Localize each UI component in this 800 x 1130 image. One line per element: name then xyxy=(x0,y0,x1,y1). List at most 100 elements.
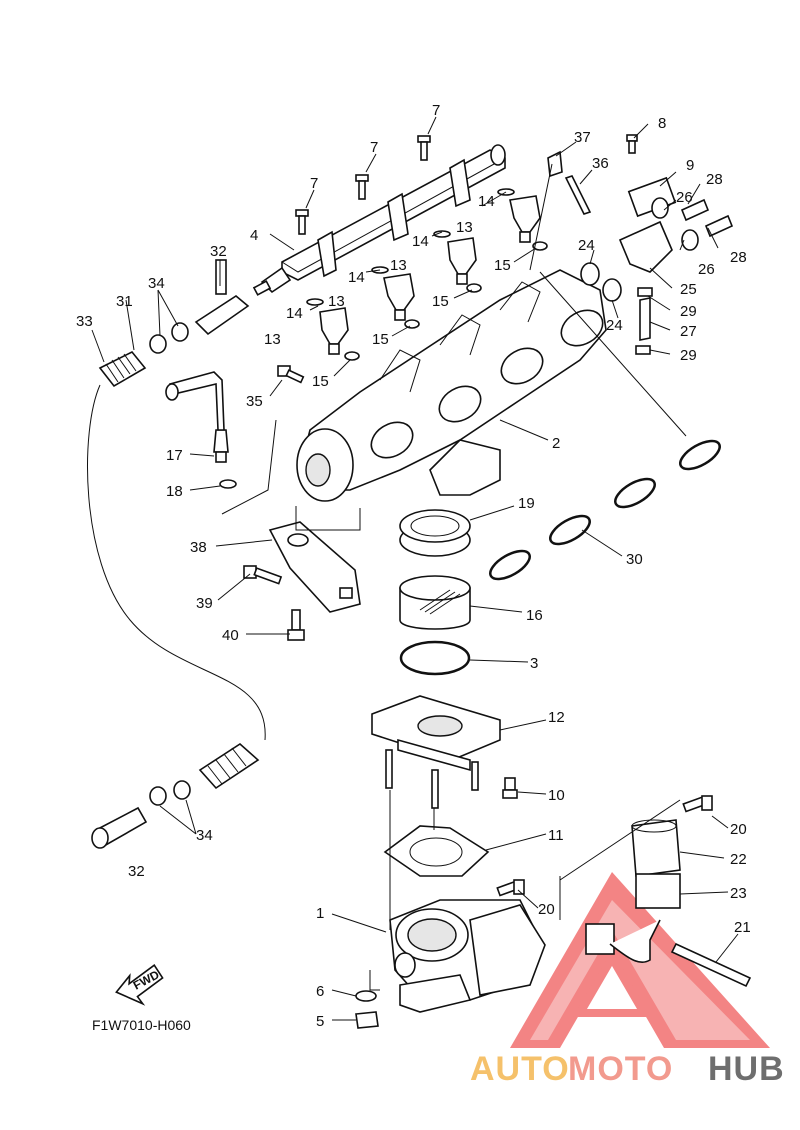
injector-2 xyxy=(371,266,420,329)
callout-38: 38 xyxy=(190,539,207,556)
washer-18 xyxy=(219,479,237,489)
callout-29-top: 29 xyxy=(680,303,697,320)
callout-9: 9 xyxy=(686,157,694,174)
diagram-code: F1W7010-H060 xyxy=(92,1017,191,1033)
callout-15-c: 15 xyxy=(372,331,389,348)
callout-5: 5 xyxy=(316,1013,324,1030)
callout-39: 39 xyxy=(196,595,213,612)
callout-20-bottom: 20 xyxy=(538,901,555,918)
callout-15-d: 15 xyxy=(312,373,329,390)
gasket-11 xyxy=(383,825,490,877)
callout-32-bottom: 32 xyxy=(128,863,145,880)
callout-labels: 7 7 7 8 37 36 9 28 26 28 26 24 25 29 24 … xyxy=(76,102,751,1030)
fitting-32-top xyxy=(194,259,250,336)
water-sensor-17 xyxy=(213,429,229,463)
watermark-triangle-inner xyxy=(530,900,750,1040)
callout-11: 11 xyxy=(548,827,564,844)
connector-23 xyxy=(585,873,681,964)
callout-33: 33 xyxy=(76,313,93,330)
callout-24-top: 24 xyxy=(578,237,595,254)
gasket-30 xyxy=(489,439,721,581)
watermark-text-hub: HUB xyxy=(708,1050,785,1088)
callout-16: 16 xyxy=(526,607,543,624)
fitting-17 xyxy=(165,383,179,401)
injector-3 xyxy=(433,230,482,293)
callout-34-bottom: 34 xyxy=(196,827,213,844)
callout-30: 30 xyxy=(626,551,643,568)
callout-22: 22 xyxy=(730,851,747,868)
intake-manifold xyxy=(296,269,607,502)
bracket-38 xyxy=(268,521,361,613)
callout-23: 23 xyxy=(730,885,747,902)
hose-line xyxy=(87,384,266,741)
callout-25: 25 xyxy=(680,281,697,298)
callout-31: 31 xyxy=(116,293,133,310)
washer-6 xyxy=(355,990,377,1002)
callout-7-right: 7 xyxy=(432,102,440,119)
callout-17: 17 xyxy=(166,447,183,464)
callout-26-right: 26 xyxy=(698,261,715,278)
leader-lines xyxy=(91,116,739,1021)
injector-4 xyxy=(497,188,548,251)
callout-21: 21 xyxy=(734,919,751,936)
callout-36: 36 xyxy=(592,155,609,172)
intake-plate xyxy=(371,695,501,809)
callout-32-top: 32 xyxy=(210,243,227,260)
callout-37: 37 xyxy=(574,129,591,146)
callout-13-b: 13 xyxy=(390,257,407,274)
callout-18: 18 xyxy=(166,483,183,500)
callout-1: 1 xyxy=(316,905,324,922)
callout-4: 4 xyxy=(250,227,258,244)
holder-22 xyxy=(631,819,681,877)
callout-26-top: 26 xyxy=(676,189,693,206)
callout-24-bottom: 24 xyxy=(606,317,623,334)
fwd-arrow-icon: FWD xyxy=(115,964,164,1006)
callout-27: 27 xyxy=(680,323,697,340)
callout-12: 12 xyxy=(548,709,565,726)
callout-13-c: 13 xyxy=(328,293,345,310)
callout-7-left: 7 xyxy=(310,175,318,192)
bolt-20-bottom xyxy=(496,879,525,897)
callout-29-bottom: 29 xyxy=(680,347,697,364)
bolt-7-left xyxy=(295,209,309,235)
bolt-7-middle xyxy=(355,174,369,200)
callout-3: 3 xyxy=(530,655,538,672)
bolt-10 xyxy=(502,777,518,799)
callout-8: 8 xyxy=(658,115,666,132)
bolt-39 xyxy=(243,565,283,585)
gasket-11-bore xyxy=(409,837,463,867)
hose-33 xyxy=(98,350,147,388)
guide-lines xyxy=(221,163,687,991)
callout-15-a: 15 xyxy=(494,257,511,274)
o-ring-3 xyxy=(399,640,471,676)
fitting-32-bottom xyxy=(91,806,148,849)
callout-19: 19 xyxy=(518,495,535,512)
pressure-sensor-assembly xyxy=(547,134,734,355)
flame-arrester-16 xyxy=(399,575,471,630)
spacer-19 xyxy=(399,509,471,557)
callout-13-d: 13 xyxy=(264,331,281,348)
bolt-7-right xyxy=(417,135,431,161)
pipe-17 xyxy=(168,371,225,431)
callout-14-d: 14 xyxy=(286,305,303,322)
callout-14-c: 14 xyxy=(348,269,365,286)
bolt-40 xyxy=(287,609,305,641)
callout-6: 6 xyxy=(316,983,324,1000)
watermark-triangle-small xyxy=(573,950,651,1017)
callout-28-top: 28 xyxy=(706,171,723,188)
callout-34-top: 34 xyxy=(148,275,165,292)
callout-35: 35 xyxy=(246,393,263,410)
callout-14-a: 14 xyxy=(478,193,495,210)
callout-7-middle: 7 xyxy=(370,139,378,156)
bolt-20-top xyxy=(682,795,713,813)
callout-14-b: 14 xyxy=(412,233,429,250)
wire-21 xyxy=(670,942,752,988)
callout-15-b: 15 xyxy=(432,293,449,310)
callout-13-a: 13 xyxy=(456,219,473,236)
watermark-text-auto: AUTO xyxy=(470,1050,570,1088)
clamps-34-top xyxy=(149,322,189,354)
nut-5 xyxy=(355,1011,379,1029)
throttle-body xyxy=(389,899,546,1013)
watermark-text-moto: MOTO xyxy=(568,1050,673,1088)
